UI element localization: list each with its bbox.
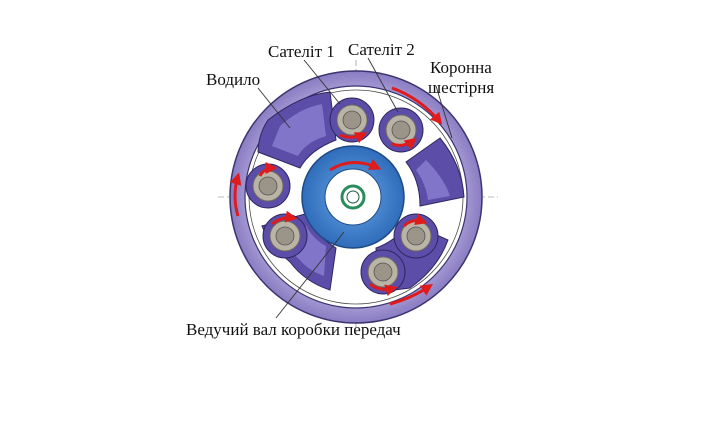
ring-gear-label-line2: шестірня xyxy=(428,78,495,97)
planet-arrow-6 xyxy=(369,282,398,297)
sun-gear xyxy=(301,145,405,249)
planet-arrow-4 xyxy=(271,210,298,226)
ring-rotation-arrow-bottom xyxy=(389,284,433,306)
planet-gear-right-2 xyxy=(360,249,406,295)
planet-arrow-3 xyxy=(258,162,278,177)
carrier-label: Водило xyxy=(206,70,261,89)
ring-gear-label-line1: Коронна xyxy=(430,58,492,77)
satellite-2-label: Сателіт 2 xyxy=(348,40,415,59)
ring-rotation-arrow-top xyxy=(391,86,443,125)
satellite-1-label: Сателіт 1 xyxy=(268,42,335,61)
planet-gears xyxy=(245,97,439,295)
planet-gear-top-1 xyxy=(329,97,375,143)
planet-arrow-2 xyxy=(391,137,417,150)
rotation-arrows xyxy=(229,86,443,306)
planet-arrow-1 xyxy=(339,132,368,144)
input-shaft-label: Ведучий вал коробки передач xyxy=(186,320,401,339)
planet-gear-left-1 xyxy=(245,163,291,209)
ring-rotation-arrow-left xyxy=(229,172,242,217)
planet-gear-left-2 xyxy=(262,213,308,259)
sun-rotation-arrow xyxy=(329,159,382,172)
planet-arrow-5 xyxy=(402,213,428,228)
leader-lines xyxy=(257,57,453,319)
